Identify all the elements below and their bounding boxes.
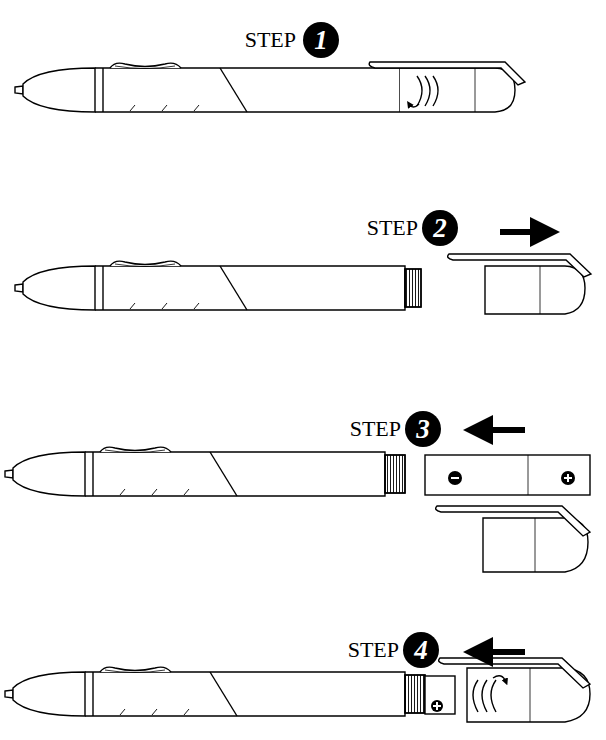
step-label: STEP xyxy=(367,217,418,239)
step-number-circle: 2 xyxy=(422,210,458,246)
step-number: 2 xyxy=(433,215,447,242)
step-label: STEP xyxy=(350,418,401,440)
step-number: 3 xyxy=(416,416,430,443)
step-number-circle: 3 xyxy=(405,411,441,447)
step-number-circle: 1 xyxy=(303,22,339,58)
step-label: STEP xyxy=(348,639,399,661)
step-number-circle: 4 xyxy=(403,632,439,668)
step-number: 4 xyxy=(414,637,428,664)
step-label: STEP xyxy=(245,29,296,51)
step-number: 1 xyxy=(314,27,328,54)
